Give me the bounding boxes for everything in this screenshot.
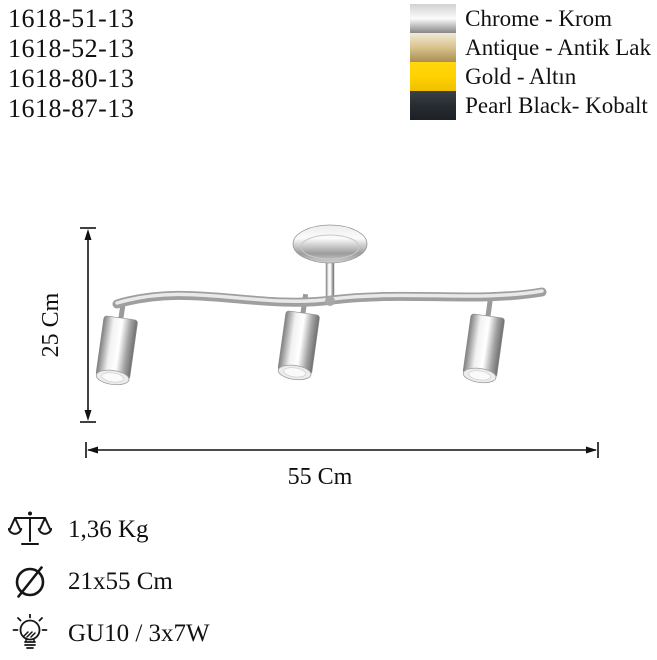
spec-dimensions: 21x55 Cm xyxy=(8,562,657,602)
finish-option-pearl-black: Pearl Black- Kobalt xyxy=(410,91,651,120)
bulb-icon xyxy=(12,614,48,649)
header: 1618-51-13 1618-52-13 1618-80-13 1618-87… xyxy=(0,0,657,124)
spot-head-right xyxy=(462,296,505,384)
finish-option-gold: Gold - Altın xyxy=(410,62,651,91)
product-code: 1618-80-13 xyxy=(8,64,135,93)
spec-weight-value: 1,36 Kg xyxy=(68,516,149,543)
spec-lamp: GU10 / 3x7W xyxy=(8,614,657,654)
height-dimension xyxy=(80,227,96,423)
pearl-black-swatch xyxy=(410,91,457,120)
fixture-bar xyxy=(112,287,547,309)
finish-list: Chrome - Krom Antique - Antik Lak Gold -… xyxy=(410,4,651,120)
fixture-drawing: 25 Cm 55 Cm xyxy=(38,224,599,490)
finish-label: Antique - Antik Lak xyxy=(465,35,651,60)
scale-icon xyxy=(8,511,52,545)
product-code: 1618-52-13 xyxy=(8,34,135,63)
finish-label: Chrome - Krom xyxy=(465,6,613,31)
finish-option-antique: Antique - Antik Lak xyxy=(410,33,651,62)
width-dimension xyxy=(85,442,599,458)
diameter-icon xyxy=(15,566,45,598)
product-code: 1618-51-13 xyxy=(8,4,135,33)
finish-label: Gold - Altın xyxy=(465,64,577,89)
antique-swatch xyxy=(410,33,457,62)
gold-swatch xyxy=(410,62,457,91)
ceiling-canopy xyxy=(292,224,368,303)
spec-weight: 1,36 Kg xyxy=(8,510,657,550)
technical-drawing: 25 Cm 55 Cm xyxy=(0,210,657,502)
spec-dimensions-value: 21x55 Cm xyxy=(68,568,173,595)
product-code: 1618-87-13 xyxy=(8,94,135,123)
height-dimension-label: 25 Cm xyxy=(38,292,64,357)
spot-head-left xyxy=(95,298,138,386)
product-code-list: 1618-51-13 1618-52-13 1618-80-13 1618-87… xyxy=(8,4,134,124)
chrome-swatch xyxy=(410,4,457,33)
spec-list: 1,36 Kg 21x55 Cm GU10 / 3x7W xyxy=(0,502,657,654)
width-dimension-label: 55 Cm xyxy=(288,464,353,490)
finish-label: Pearl Black- Kobalt xyxy=(465,93,648,118)
finish-option-chrome: Chrome - Krom xyxy=(410,4,651,33)
spec-lamp-value: GU10 / 3x7W xyxy=(68,620,210,647)
